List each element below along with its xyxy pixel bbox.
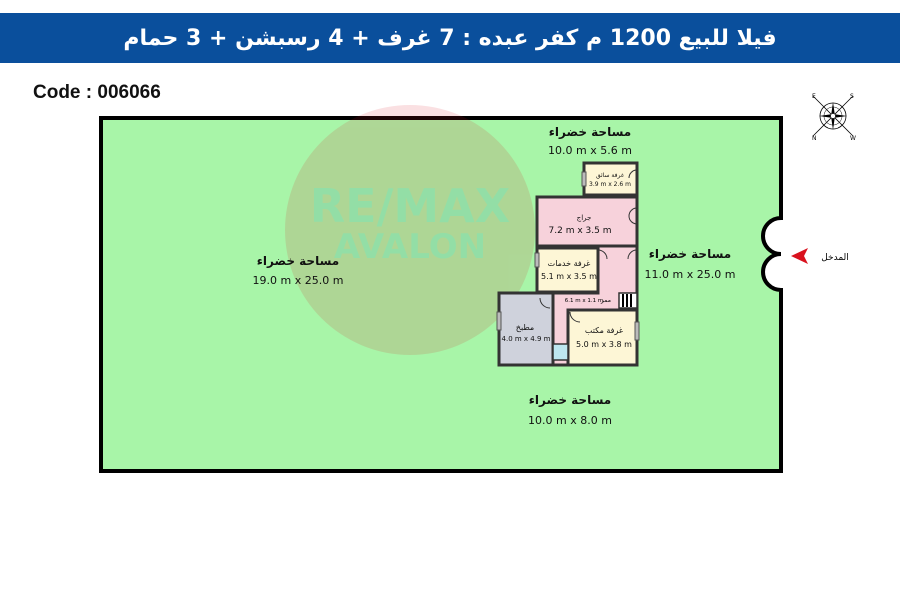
garage-dims: 7.2 m x 3.5 m — [549, 226, 612, 236]
door-arc — [628, 207, 638, 225]
garden-left-name: مساحة خضراء — [257, 254, 339, 268]
garden-right-name: مساحة خضراء — [649, 247, 731, 261]
window — [634, 321, 640, 341]
room-kitchen — [497, 291, 555, 367]
driver-room-name: غرفة سائق — [596, 172, 624, 179]
services-room-dims: 5.1 m x 3.5 m — [541, 272, 597, 281]
svg-text:RE/MAX: RE/MAX — [310, 179, 511, 233]
garden-top-dims: 10.0 m x 5.6 m — [548, 144, 632, 157]
title-banner: فيلا للبيع 1200 م كفر عبده : 7 غرف + 4 ر… — [0, 13, 900, 63]
services-room-name: غرفة خدمات — [548, 259, 591, 268]
kitchen-dims: 4.0 m x 4.9 m — [502, 335, 551, 343]
door-arc — [628, 169, 638, 179]
garden-right-dims: 11.0 m x 25.0 m — [645, 268, 736, 281]
door-arc — [597, 249, 608, 260]
page-title: فيلا للبيع 1200 م كفر عبده : 7 غرف + 4 ر… — [123, 25, 777, 51]
garage-name: جراج — [577, 214, 592, 222]
kitchen-name: مطبخ — [516, 323, 534, 332]
door-arc — [539, 297, 551, 309]
compass-s: S — [850, 93, 854, 100]
compass-n: N — [812, 135, 817, 142]
svg-text:AVALON: AVALON — [334, 227, 486, 267]
compass-rose-icon: E S W N — [812, 93, 856, 142]
garden-bottom-name: مساحة خضراء — [529, 393, 611, 407]
room-garage — [535, 195, 639, 248]
remax-watermark: RE/MAX AVALON — [285, 105, 535, 355]
room-driver — [582, 161, 639, 197]
garden-bottom-dims: 10.0 m x 8.0 m — [528, 414, 612, 427]
garden-left-dims: 19.0 m x 25.0 m — [253, 274, 344, 287]
entrance-arrow-icon — [791, 248, 808, 264]
corridor-name: ممر — [600, 297, 611, 304]
corridor-dims: 6.1 m x 1.1 m — [565, 298, 603, 304]
room-services — [535, 246, 600, 294]
listing-code: Code : 006066 — [33, 82, 161, 103]
entrance-label: المدخل — [821, 253, 849, 263]
office-dims: 5.0 m x 3.8 m — [576, 340, 632, 349]
door-arc — [569, 311, 581, 323]
driver-room-dims: 3.9 m x 2.6 m — [589, 181, 631, 188]
window — [496, 311, 502, 331]
door-arc — [627, 249, 638, 260]
compass-e: E — [812, 93, 816, 100]
window — [534, 252, 540, 268]
window — [581, 171, 587, 187]
room-bathroom — [552, 343, 569, 361]
room-office — [566, 308, 639, 367]
garden-top-name: مساحة خضراء — [549, 125, 631, 139]
compass-w: W — [850, 135, 856, 142]
office-name: غرفة مكتب — [585, 326, 623, 335]
